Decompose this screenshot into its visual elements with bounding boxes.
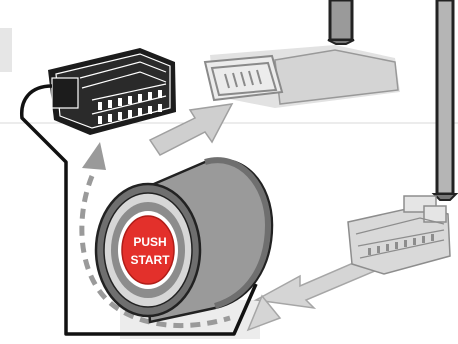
- button-label-push: PUSH: [133, 235, 166, 249]
- left-edge-panel: [0, 28, 12, 72]
- upper-cable: [328, 0, 354, 44]
- right-cable: [434, 0, 456, 200]
- button-face: [122, 216, 174, 284]
- button-label-start: START: [130, 253, 170, 267]
